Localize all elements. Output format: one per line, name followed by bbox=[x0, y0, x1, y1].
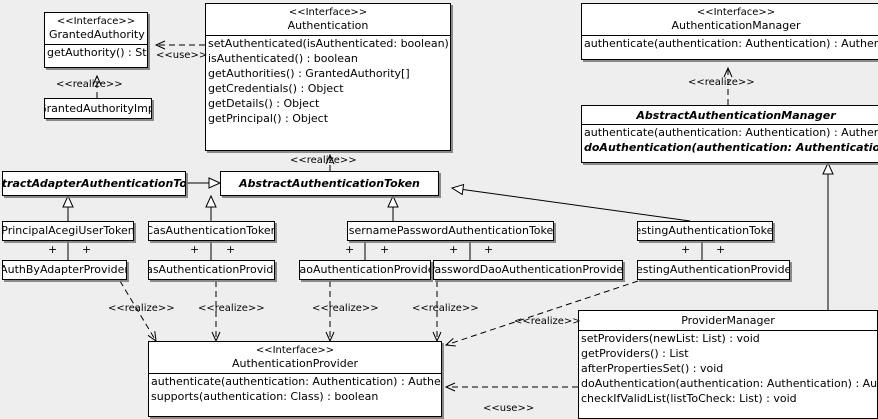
edge-label-realize-grantedauthorityimpl: <<realize>> bbox=[56, 79, 123, 90]
edge-testingauthenticationtoken-extends-abstractauthenticationtoken bbox=[450, 183, 691, 222]
assoc-marker-plus: + bbox=[449, 243, 459, 256]
assoc-marker-plus: + bbox=[82, 243, 92, 256]
operation-row: doAuthentication(authentication: Authent… bbox=[581, 377, 878, 390]
edge-label-use-providermanager-authenticationprovider: <<use>> bbox=[483, 403, 535, 414]
class-testing-authentication-provider[interactable]: TestingAuthenticationProvider bbox=[637, 260, 790, 280]
stereotype-label: <<Interface>> bbox=[288, 7, 368, 18]
assoc-marker-plus: + bbox=[380, 243, 390, 256]
class-authentication-provider[interactable]: <<Interface>> AuthenticationProvider aut… bbox=[148, 341, 442, 417]
operations-compartment: authenticate(authentication: Authenticat… bbox=[582, 124, 878, 155]
assoc-marker-plus: + bbox=[681, 243, 691, 256]
class-name-label: AuthByAdapterProvider bbox=[2, 263, 127, 276]
assoc-marker-plus: + bbox=[226, 243, 236, 256]
class-name-label: TestingAuthenticationToken bbox=[637, 224, 773, 237]
operation-row: doAuthentication(authentication: Authent… bbox=[584, 141, 878, 154]
class-provider-manager[interactable]: ProviderManager setProviders(newList: Li… bbox=[578, 310, 878, 419]
assoc-marker-plus: + bbox=[190, 243, 200, 256]
edge-label-realize-casauthenticationprovider: <<realize>> bbox=[198, 303, 265, 314]
assoc-marker-plus: + bbox=[716, 243, 726, 256]
class-name-label: AbstractAuthenticationToken bbox=[239, 176, 420, 190]
class-name-label: DaoAuthenticationProvider bbox=[299, 263, 430, 276]
operation-row: checkIfValidList(listToCheck: List) : vo… bbox=[581, 392, 797, 405]
edge-label-realize-abstractauthenticationtoken: <<realize>> bbox=[290, 155, 357, 166]
operation-row: getAuthority() : String bbox=[47, 46, 147, 59]
operation-row: isAuthenticated() : boolean bbox=[208, 52, 358, 65]
operation-row: afterPropertiesSet() : void bbox=[581, 362, 724, 375]
class-name-label: Authentication bbox=[287, 19, 369, 32]
assoc-marker-plus: + bbox=[48, 243, 58, 256]
edge-label-realize-testingauthenticationprovider: <<realize>> bbox=[514, 316, 581, 327]
class-header: <<Interface>> Authentication bbox=[206, 4, 450, 35]
stereotype-label: <<Interface>> bbox=[56, 16, 136, 27]
class-header: ProviderManager bbox=[579, 311, 877, 330]
operation-row: getPrincipal() : Object bbox=[208, 112, 329, 125]
class-header: <<Interface>> AuthenticationProvider bbox=[149, 342, 441, 373]
operation-row: authenticate(authentication: Authenticat… bbox=[584, 37, 878, 50]
class-header: <<Interface>> GrantedAuthority bbox=[45, 13, 147, 44]
operations-compartment: setProviders(newList: List) : void getPr… bbox=[579, 330, 877, 406]
operation-row: setAuthenticated(isAuthenticated: boolea… bbox=[208, 37, 450, 50]
operation-row: getCredentials() : Object bbox=[208, 82, 344, 95]
class-username-password-authentication-token[interactable]: UsernamePasswordAuthenticationToken bbox=[347, 221, 554, 241]
class-name-label: PasswordDaoAuthenticationProvider bbox=[433, 263, 623, 276]
class-name-label: AuthenticationManager bbox=[671, 19, 801, 32]
assoc-marker-plus: + bbox=[345, 243, 355, 256]
class-name-label: ProviderManager bbox=[681, 314, 775, 327]
operations-compartment: authenticate(authentication: Authenticat… bbox=[582, 35, 878, 51]
class-principal-acegi-user-token[interactable]: PrincipalAcegiUserToken bbox=[2, 221, 134, 241]
edge-label-realize-daoauthenticationprovider: <<realize>> bbox=[312, 303, 379, 314]
operation-row: getAuthorities() : GrantedAuthority[] bbox=[208, 67, 410, 80]
operations-compartment: setAuthenticated(isAuthenticated: boolea… bbox=[206, 35, 450, 126]
class-name-label: GrantedAuthority bbox=[49, 28, 145, 41]
class-name-label: PrincipalAcegiUserToken bbox=[2, 224, 134, 237]
class-auth-by-adapter-provider[interactable]: AuthByAdapterProvider bbox=[2, 260, 127, 280]
operation-row: authenticate(authentication: Authenticat… bbox=[151, 375, 441, 388]
operation-row: setProviders(newList: List) : void bbox=[581, 332, 760, 345]
class-name-label: AbstractAuthenticationManager bbox=[636, 109, 836, 122]
class-name-label: CasAuthenticationToken bbox=[148, 224, 275, 237]
class-abstract-authentication-token[interactable]: AbstractAuthenticationToken bbox=[220, 171, 439, 196]
class-authentication-manager[interactable]: <<Interface>> AuthenticationManager auth… bbox=[581, 3, 878, 60]
operations-compartment: authenticate(authentication: Authenticat… bbox=[149, 373, 441, 404]
class-granted-authority-impl[interactable]: GrantedAuthorityImpl bbox=[44, 98, 152, 119]
edge-label-use-authentication-grantedauthority: <<use>> bbox=[156, 50, 208, 61]
class-abstract-authentication-manager[interactable]: AbstractAuthenticationManager authentica… bbox=[581, 105, 878, 163]
class-name-label: GrantedAuthorityImpl bbox=[44, 101, 152, 115]
stereotype-label: <<Interface>> bbox=[255, 345, 335, 356]
class-name-label: CasAuthenticationProvider bbox=[149, 263, 274, 276]
class-granted-authority[interactable]: <<Interface>> GrantedAuthority getAuthor… bbox=[44, 12, 148, 68]
operation-row: getDetails() : Object bbox=[208, 97, 320, 110]
class-cas-authentication-provider[interactable]: CasAuthenticationProvider bbox=[148, 260, 275, 280]
operations-compartment: getAuthority() : String bbox=[45, 44, 147, 60]
class-cas-authentication-token[interactable]: CasAuthenticationToken bbox=[148, 221, 275, 241]
class-testing-authentication-token[interactable]: TestingAuthenticationToken bbox=[637, 221, 773, 241]
class-header: <<Interface>> AuthenticationManager bbox=[582, 4, 878, 35]
edge-label-realize-passworddaoauthenticationprovider: <<realize>> bbox=[412, 303, 479, 314]
class-name-label: UsernamePasswordAuthenticationToken bbox=[347, 224, 554, 237]
operation-row: authenticate(authentication: Authenticat… bbox=[584, 126, 878, 139]
class-name-label: TestingAuthenticationProvider bbox=[637, 263, 790, 276]
class-authentication[interactable]: <<Interface>> Authentication setAuthenti… bbox=[205, 3, 451, 151]
class-dao-authentication-provider[interactable]: DaoAuthenticationProvider bbox=[299, 260, 431, 280]
class-name-label: AbstractAdapterAuthenticationToken bbox=[2, 176, 186, 190]
edge-label-realize-abstractauthenticationmanager: <<realize>> bbox=[688, 77, 755, 88]
assoc-marker-plus: + bbox=[484, 243, 494, 256]
class-abstract-adapter-authentication-token[interactable]: AbstractAdapterAuthenticationToken bbox=[2, 171, 186, 196]
stereotype-label: <<Interface>> bbox=[696, 7, 776, 18]
edge-label-realize-authbyadapterprovider: <<realize>> bbox=[108, 303, 175, 314]
class-name-label: AuthenticationProvider bbox=[231, 357, 359, 370]
operation-row: getProviders() : List bbox=[581, 347, 689, 360]
class-header: AbstractAuthenticationManager bbox=[582, 106, 878, 124]
operation-row: supports(authentication: Class) : boolea… bbox=[151, 390, 379, 403]
class-password-dao-authentication-provider[interactable]: PasswordDaoAuthenticationProvider bbox=[433, 260, 623, 280]
